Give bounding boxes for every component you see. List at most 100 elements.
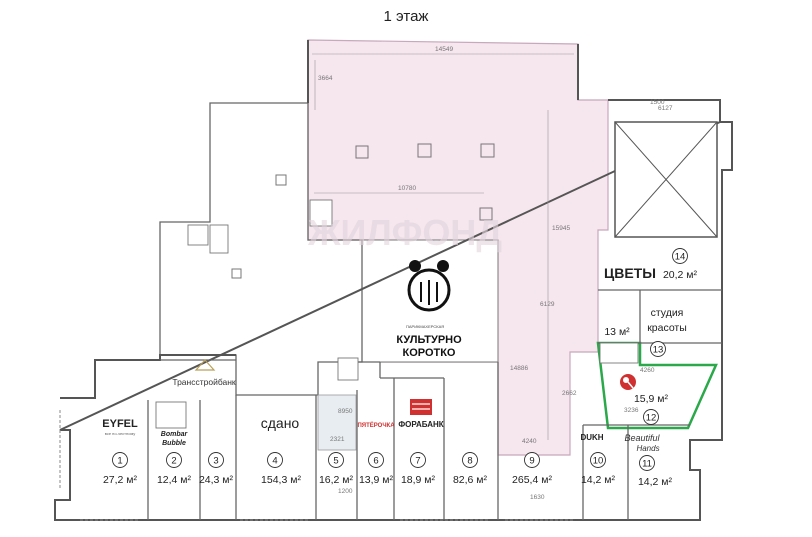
unit-area: 13,9 м² <box>359 474 394 486</box>
unit-number: 10 <box>593 456 604 467</box>
unit-number: 11 <box>642 459 652 470</box>
unit-13: 13 13 м² <box>604 326 666 357</box>
dim-3236: 3236 <box>624 407 639 414</box>
unit-2: 2 12,4 м² <box>157 452 192 486</box>
unit-number-circle <box>650 341 666 357</box>
unit-number-circle <box>328 452 344 468</box>
unit-area: 16,2 м² <box>319 474 354 486</box>
unit-number: 3 <box>213 456 218 467</box>
unit-number: 8 <box>467 456 472 467</box>
unit-1: 1 27,2 м² <box>103 452 138 486</box>
unit-area: 14,2 м² <box>638 476 673 488</box>
bombar-text-2: Bubble <box>162 440 186 447</box>
unit-number-circle <box>462 452 478 468</box>
unit-number-circle <box>590 452 606 468</box>
dim-10780: 10780 <box>398 185 416 192</box>
dim-1630: 1630 <box>530 494 545 501</box>
transstroybank-text: Трансстройбанк <box>172 377 236 387</box>
unit-area: 24,3 м² <box>199 474 234 486</box>
dim-3664: 3664 <box>318 75 333 82</box>
unit-area: 154,3 м² <box>261 474 301 486</box>
kulturno-korotko-logo: ПАРИКМАХЕРСКАЯ КУЛЬТУРНО КОРОТКО <box>396 260 462 359</box>
unit-number: 9 <box>529 456 534 467</box>
unit-7: 7 18,9 м² <box>401 452 436 486</box>
kulturno-line2: КОРОТКО <box>402 347 455 359</box>
floor-title: 1 этаж <box>383 8 429 25</box>
unit-number-circle <box>112 452 128 468</box>
columns <box>231 143 495 279</box>
dim-6129: 6129 <box>540 301 555 308</box>
forabank-logo: ФОРАБАНК <box>398 399 444 429</box>
windows <box>59 410 575 521</box>
unit-area: 20,2 м² <box>663 269 698 281</box>
unit-number: 5 <box>333 456 338 467</box>
unit-number: 14 <box>675 252 686 263</box>
bombar-text-1: Bombar <box>161 431 189 438</box>
unit-number-circle <box>643 409 659 425</box>
unit-4: 4 154,3 м² <box>261 452 301 486</box>
unit-number-circle <box>166 452 182 468</box>
unit-number: 7 <box>415 456 420 467</box>
dim-8950: 8950 <box>338 408 353 415</box>
unit-number: 13 <box>653 345 664 356</box>
transstroybank-logo: Трансстройбанк <box>172 359 236 387</box>
dim-6127: 6127 <box>658 105 673 112</box>
unit-14: 14 20,2 м² <box>663 248 698 281</box>
beautiful-text-1: Beautiful <box>624 433 660 443</box>
sdano-label: сдано <box>261 415 300 431</box>
unit-number-circle <box>672 248 688 264</box>
studio-label-line2: красоты <box>647 322 687 334</box>
watermark: ЖИЛФОНД <box>307 212 502 253</box>
unit-number-circle <box>410 452 426 468</box>
dim-1200: 1200 <box>338 488 353 495</box>
pyaterochka-logo: ПЯТЁРОЧКА <box>357 422 395 429</box>
unit-number-circle <box>208 452 224 468</box>
unit-number-circle <box>524 452 540 468</box>
unit-area: 13 м² <box>604 326 630 338</box>
dim-15945: 15945 <box>552 225 570 232</box>
eyfel-subtext: все по-честному <box>105 431 136 436</box>
eyfel-logo: EYFEL все по-честному <box>102 418 138 436</box>
unit-6: 6 13,9 м² <box>359 452 394 486</box>
unit-area: 15,9 м² <box>634 393 669 405</box>
unit-labels: 1 27,2 м² 2 12,4 м² 3 24,3 м² 4 154,3 м² 5 16,2 м… <box>103 248 698 488</box>
dim-2662: 2662 <box>562 390 577 397</box>
unit-9: 9 265,4 м² <box>512 452 552 486</box>
unit-8: 8 82,6 м² <box>453 452 488 486</box>
unit-area: 12,4 м² <box>157 474 192 486</box>
unit-5-tint <box>317 394 357 451</box>
unit-number: 6 <box>373 456 378 467</box>
unit-number: 12 <box>646 413 657 424</box>
unit-number-circle <box>368 452 384 468</box>
beautiful-text-2: Hands <box>636 444 659 453</box>
unit-11: 11 14,2 м² <box>638 455 673 488</box>
dim-4240: 4240 <box>522 438 537 445</box>
unit-5: 5 16,2 м² <box>319 452 354 486</box>
unit-area: 18,9 м² <box>401 474 436 486</box>
unit-12: 12 15,9 м² <box>634 393 669 425</box>
tsvety-label: ЦВЕТЫ <box>604 265 656 281</box>
bombar-logo: Bombar Bubble <box>161 431 189 447</box>
dimension-labels: 14549 3664 10780 15945 6127 1500 6129 14… <box>318 46 673 501</box>
unit-number-circle <box>267 452 283 468</box>
kulturno-small: ПАРИКМАХЕРСКАЯ <box>406 324 444 329</box>
unit-area: 82,6 м² <box>453 474 488 486</box>
unit-3: 3 24,3 м² <box>199 452 234 486</box>
unit-number: 1 <box>117 456 122 467</box>
unit-number: 2 <box>171 456 176 467</box>
dim-1500: 1500 <box>650 99 665 106</box>
unit-number: 4 <box>272 456 277 467</box>
stair-shaft <box>614 121 718 238</box>
kulturno-line1: КУЛЬТУРНО <box>396 334 462 346</box>
unit-number-circle <box>639 455 655 471</box>
dim-2321: 2321 <box>330 436 345 443</box>
bathrooms <box>155 199 639 429</box>
unit-area: 265,4 м² <box>512 474 552 486</box>
studio-label-line1: студия <box>651 307 684 319</box>
outer-wall <box>54 40 733 521</box>
unit-area: 27,2 м² <box>103 474 138 486</box>
dukh-logo: DUKH <box>580 433 603 442</box>
unit-12-key-icon <box>620 374 636 390</box>
